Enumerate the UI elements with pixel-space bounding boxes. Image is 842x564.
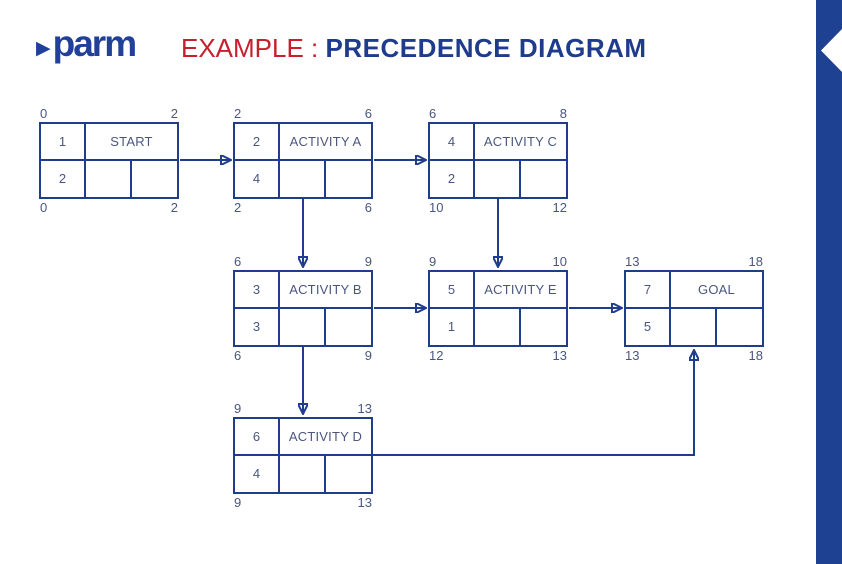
node-empty-cell [86, 160, 132, 197]
early-finish: 18 [748, 254, 763, 269]
late-finish: 2 [170, 200, 178, 215]
early-finish: 6 [364, 106, 372, 121]
late-start: 12 [429, 348, 444, 363]
node-id: 5 [430, 272, 475, 309]
logo-text: parm [52, 23, 137, 64]
edge-d-to-goal [372, 351, 694, 456]
node-goal: 13 18 13 18 7 GOAL 5 [624, 255, 764, 362]
early-start: 9 [234, 401, 242, 416]
node-id: 3 [235, 272, 280, 309]
node-empty-cell [521, 309, 566, 346]
late-finish: 13 [357, 495, 372, 510]
node-name: GOAL [671, 272, 762, 309]
logo-triangle-icon: ▶ [36, 38, 51, 60]
early-finish: 8 [559, 106, 567, 121]
node-id: 4 [430, 124, 475, 161]
node-duration: 2 [430, 160, 475, 197]
node-name: ACTIVITY A [280, 124, 371, 161]
node-duration: 1 [430, 308, 475, 345]
node-duration: 4 [235, 160, 280, 197]
node-activity-c: 6 8 10 12 4 ACTIVITY C 2 [428, 107, 568, 214]
node-activity-a: 2 6 2 6 2 ACTIVITY A 4 [233, 107, 373, 214]
node-activity-b: 6 9 6 9 3 ACTIVITY B 3 [233, 255, 373, 362]
late-finish: 18 [748, 348, 763, 363]
node-empty-cell [326, 456, 371, 493]
early-finish: 9 [364, 254, 372, 269]
node-empty-cell [475, 160, 521, 197]
node-name: ACTIVITY D [280, 419, 371, 456]
late-start: 9 [234, 495, 242, 510]
node-id: 7 [626, 272, 671, 309]
node-name: ACTIVITY E [475, 272, 566, 309]
node-id: 2 [235, 124, 280, 161]
right-edge-bar [816, 0, 842, 564]
late-finish: 6 [364, 200, 372, 215]
late-start: 0 [40, 200, 48, 215]
node-name: ACTIVITY B [280, 272, 371, 309]
early-finish: 13 [357, 401, 372, 416]
early-start: 6 [234, 254, 242, 269]
early-start: 9 [429, 254, 437, 269]
node-empty-cell [671, 308, 717, 345]
early-start: 0 [40, 106, 48, 121]
node-empty-cell [280, 455, 326, 492]
late-finish: 13 [552, 348, 567, 363]
parm-logo: ▶ parm [36, 23, 137, 65]
early-start: 2 [234, 106, 242, 121]
late-start: 2 [234, 200, 242, 215]
late-start: 13 [625, 348, 640, 363]
node-empty-cell [326, 161, 371, 198]
late-finish: 12 [552, 200, 567, 215]
early-finish: 2 [170, 106, 178, 121]
node-empty-cell [326, 309, 371, 346]
node-id: 1 [41, 124, 86, 161]
chevron-left-notch-icon [821, 29, 842, 72]
node-duration: 3 [235, 308, 280, 345]
node-activity-e: 9 10 12 13 5 ACTIVITY E 1 [428, 255, 568, 362]
late-start: 10 [429, 200, 444, 215]
node-name: START [86, 124, 177, 161]
node-name: ACTIVITY C [475, 124, 566, 161]
node-duration: 4 [235, 455, 280, 492]
node-empty-cell [280, 160, 326, 197]
node-id: 6 [235, 419, 280, 456]
early-start: 13 [625, 254, 640, 269]
title-prefix: EXAMPLE : [181, 33, 319, 63]
node-start: 0 2 0 2 1 START 2 [39, 107, 179, 214]
title-main: PRECEDENCE DIAGRAM [325, 33, 647, 63]
node-empty-cell [132, 161, 177, 198]
early-finish: 10 [552, 254, 567, 269]
node-empty-cell [280, 308, 326, 345]
node-duration: 2 [41, 160, 86, 197]
late-finish: 9 [364, 348, 372, 363]
node-empty-cell [521, 161, 566, 198]
page-title: EXAMPLE : PRECEDENCE DIAGRAM [181, 33, 647, 64]
node-activity-d: 9 13 9 13 6 ACTIVITY D 4 [233, 402, 373, 509]
node-empty-cell [475, 308, 521, 345]
early-start: 6 [429, 106, 437, 121]
node-duration: 5 [626, 308, 671, 345]
node-empty-cell [717, 309, 762, 346]
late-start: 6 [234, 348, 242, 363]
